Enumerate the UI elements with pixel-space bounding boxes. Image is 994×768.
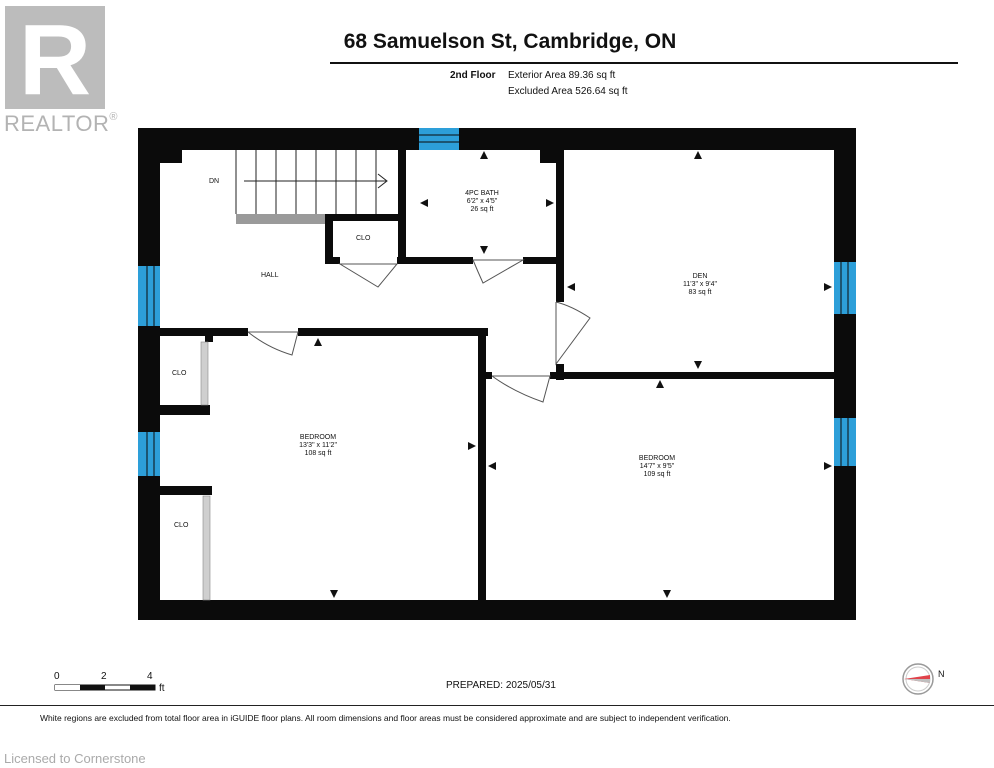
door-den[interactable]	[555, 301, 591, 366]
wall-bath-south-a	[397, 257, 473, 264]
wall-bath-south-b	[523, 257, 563, 264]
header-rule	[330, 62, 958, 64]
closet-door-lower[interactable]	[202, 495, 211, 601]
window-bedroom2-lines	[840, 418, 849, 466]
wall-north	[138, 128, 856, 150]
stairs-down-label: DN	[209, 178, 220, 185]
closet-door-upper[interactable]	[200, 341, 209, 406]
bedroom2-name: BEDROOM	[638, 455, 676, 462]
bath-area: 26 sq ft	[470, 206, 494, 213]
door-bedroom1[interactable]	[247, 331, 299, 356]
wall-hall-south-a	[160, 328, 248, 336]
den-name: DEN	[692, 273, 708, 280]
bedroom1-area: 108 sq ft	[304, 450, 332, 457]
den-area: 83 sq ft	[688, 289, 712, 296]
realtor-name: REALTOR	[4, 111, 110, 136]
scale-tick-4: 4	[147, 671, 153, 682]
wall-east	[834, 128, 856, 620]
closet-left-lower-label: CLO	[174, 522, 189, 529]
realtor-wordmark: REALTOR®	[4, 111, 118, 137]
realtor-r-mark: R	[19, 4, 91, 116]
den-label: DEN 11'3" x 9'4" 83 sq ft	[660, 273, 740, 297]
compass-icon	[902, 663, 934, 695]
prepared-date: PREPARED: 2025/05/31	[446, 680, 556, 691]
staircase	[235, 150, 388, 214]
disclaimer-text: White regions are excluded from total fl…	[40, 713, 731, 723]
exterior-area: Exterior Area 89.36 sq ft	[508, 70, 616, 81]
window-bedroom1	[138, 432, 160, 476]
floor-label: 2nd Floor	[450, 70, 496, 81]
bath-name: 4PC BATH	[465, 190, 499, 197]
wall-stair-east	[398, 150, 406, 214]
bedroom2-dims: 14'7" x 9'5"	[639, 463, 675, 470]
bath-label: 4PC BATH 6'2" x 4'5" 26 sq ft	[440, 190, 524, 214]
excluded-area: Excluded Area 526.64 sq ft	[508, 86, 628, 97]
svg-text:R: R	[19, 6, 91, 109]
wall-notch-nw	[160, 150, 182, 163]
window-den	[834, 262, 856, 314]
window-den-lines	[840, 262, 849, 314]
wall-clo-top-north	[325, 214, 406, 221]
door-clo-top[interactable]	[338, 263, 399, 288]
window-bedroom1-lines	[146, 432, 155, 476]
property-address: 68 Samuelson St, Cambridge, ON	[343, 30, 677, 53]
wall-clo-top-south-a	[325, 257, 340, 264]
window-bath-lines	[419, 134, 459, 143]
window-bedroom2	[834, 418, 856, 466]
bath-dims: 6'2" x 4'5"	[466, 198, 498, 205]
wall-clo-left-b	[160, 486, 212, 495]
den-dims: 11'3" x 9'4"	[683, 281, 717, 288]
stair-landing	[236, 214, 325, 224]
closet-top-label: CLO	[356, 235, 371, 242]
window-hall-lines	[146, 266, 155, 326]
wall-clo-left-a	[160, 405, 210, 415]
closet-left-upper-label: CLO	[172, 370, 187, 377]
bedroom2-label: BEDROOM 14'7" x 9'5" 109 sq ft	[617, 455, 697, 479]
scale-bar	[54, 684, 156, 691]
wall-bed-divider	[478, 328, 486, 600]
bedroom1-name: BEDROOM	[299, 434, 337, 441]
wall-den-south	[550, 372, 834, 379]
window-bath	[419, 128, 459, 150]
door-bath[interactable]	[472, 259, 525, 284]
wall-clo-top-west	[325, 214, 333, 264]
wall-clo-left-top	[205, 336, 213, 342]
window-hall	[138, 266, 160, 326]
wall-den-west-a	[556, 150, 564, 302]
registered-mark: ®	[109, 111, 118, 123]
wall-west	[138, 128, 160, 620]
bedroom2-area: 109 sq ft	[643, 471, 671, 478]
wall-hall-south-b	[298, 328, 488, 336]
wall-south	[138, 600, 856, 620]
scale-tick-2: 2	[101, 671, 107, 682]
realtor-logo: R	[5, 4, 105, 116]
scale-unit: ft	[159, 683, 165, 694]
bedroom1-dims: 13'3" x 11'2"	[299, 442, 337, 449]
bedroom1-label: BEDROOM 13'3" x 11'2" 108 sq ft	[278, 434, 358, 458]
scale-tick-0: 0	[54, 671, 60, 682]
license-text: Licensed to Cornerstone	[4, 751, 146, 766]
hall-label: HALL	[261, 272, 279, 279]
door-swings[interactable]	[247, 259, 591, 403]
wall-clo-top-east	[398, 214, 406, 264]
compass-north-label: N	[938, 669, 945, 679]
dimension-arrows	[314, 151, 832, 598]
footer-rule	[0, 705, 994, 706]
door-bedroom2[interactable]	[491, 375, 551, 403]
